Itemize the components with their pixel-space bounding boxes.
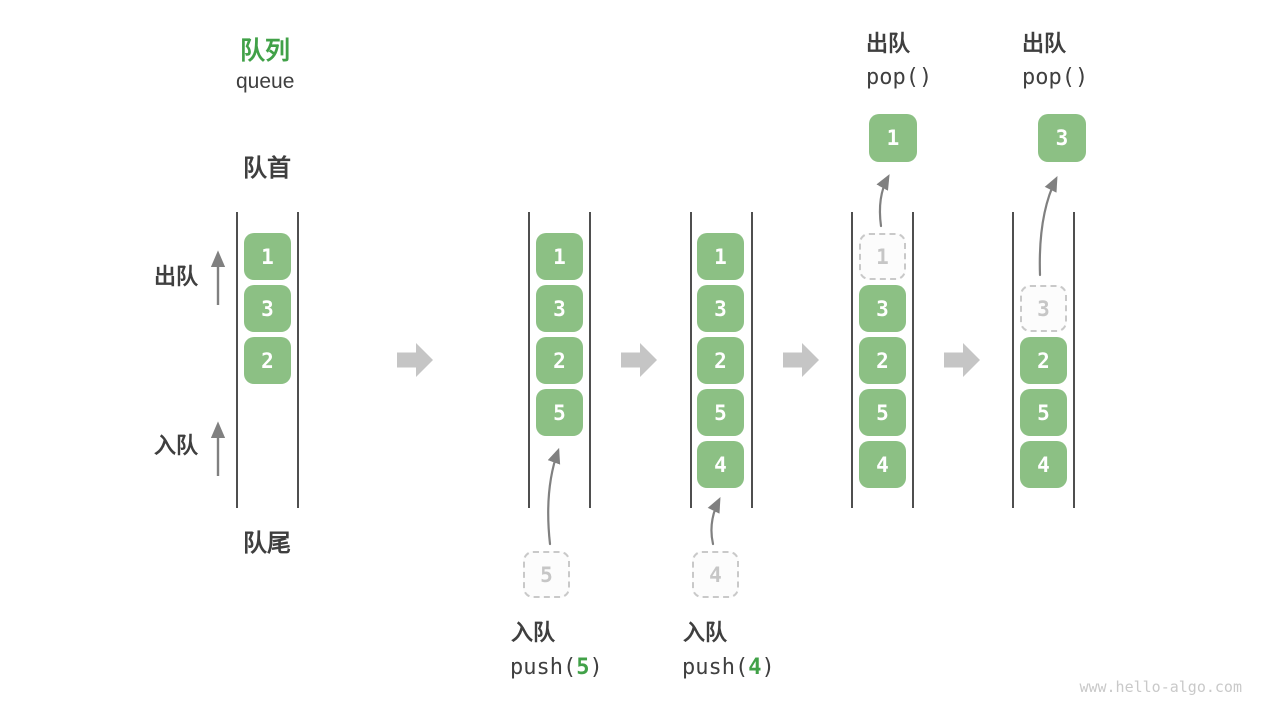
step-arrow-icon <box>621 343 657 377</box>
queue-cell: 1 <box>244 233 291 280</box>
code-fn: push( <box>682 655 749 680</box>
step-arrow-icon <box>783 343 819 377</box>
code-arg: 5 <box>576 655 590 680</box>
queue-wall-left <box>1012 212 1014 508</box>
pop3-arrow-icon <box>1038 176 1058 277</box>
dequeue-op-label: 出队 <box>1022 31 1067 56</box>
queue-cell: 1 <box>697 233 744 280</box>
pop1-code-label: pop() <box>866 65 933 90</box>
popped-value-cell: 3 <box>1038 114 1086 162</box>
watermark: www.hello-algo.com <box>1079 678 1242 696</box>
staged-value-cell: 5 <box>523 551 570 598</box>
push4-code-label: push(4) <box>682 655 775 680</box>
queue-cell: 2 <box>536 337 583 384</box>
queue-cell: 5 <box>697 389 744 436</box>
push5-arrow-icon <box>547 447 561 546</box>
queue-cell: 3 <box>536 285 583 332</box>
code-close: ) <box>761 655 775 680</box>
code-arg: 4 <box>748 655 762 680</box>
push5-code-label: push(5) <box>510 655 603 680</box>
queue-cell: 4 <box>1020 441 1067 488</box>
popped-value-cell: 1 <box>869 114 917 162</box>
queue-wall-left <box>690 212 692 508</box>
ghost-cell: 1 <box>859 233 906 280</box>
queue-wall-right <box>751 212 753 508</box>
step-arrow-icon <box>397 343 433 377</box>
queue-cell: 2 <box>859 337 906 384</box>
queue-cell: 2 <box>697 337 744 384</box>
queue-cell: 3 <box>859 285 906 332</box>
queue-cell: 2 <box>1020 337 1067 384</box>
queue-wall-right <box>912 212 914 508</box>
queue-cell: 5 <box>536 389 583 436</box>
queue-cell: 5 <box>1020 389 1067 436</box>
queue-wall-right <box>1073 212 1075 508</box>
code-fn: push( <box>510 655 577 680</box>
pop2-code-label: pop() <box>1022 65 1089 90</box>
push4-arrow-icon <box>707 497 721 546</box>
enqueue-side-label: 入队 <box>154 433 199 458</box>
dequeue-side-label: 出队 <box>154 264 199 289</box>
enqueue-op-label: 入队 <box>683 620 728 645</box>
queue-wall-right <box>297 212 299 508</box>
dequeue-op-label: 出队 <box>866 31 911 56</box>
queue-wall-left <box>528 212 530 508</box>
pop1-arrow-icon <box>876 174 890 228</box>
step-arrow-icon <box>944 343 980 377</box>
queue-front-label: 队首 <box>243 155 291 182</box>
queue-cell: 1 <box>536 233 583 280</box>
queue-cell: 5 <box>859 389 906 436</box>
code-close: ) <box>589 655 603 680</box>
queue-cell: 4 <box>697 441 744 488</box>
queue-rear-label: 队尾 <box>243 530 291 557</box>
staged-value-cell: 4 <box>692 551 739 598</box>
queue-cell: 3 <box>697 285 744 332</box>
queue-cell: 2 <box>244 337 291 384</box>
queue-wall-right <box>589 212 591 508</box>
ghost-cell: 3 <box>1020 285 1067 332</box>
queue-cell: 4 <box>859 441 906 488</box>
enqueue-op-label: 入队 <box>511 620 556 645</box>
queue-wall-left <box>851 212 853 508</box>
diagram-title: 队列 <box>240 37 291 65</box>
queue-cell: 3 <box>244 285 291 332</box>
queue-wall-left <box>236 212 238 508</box>
diagram-subtitle: queue <box>236 70 295 93</box>
